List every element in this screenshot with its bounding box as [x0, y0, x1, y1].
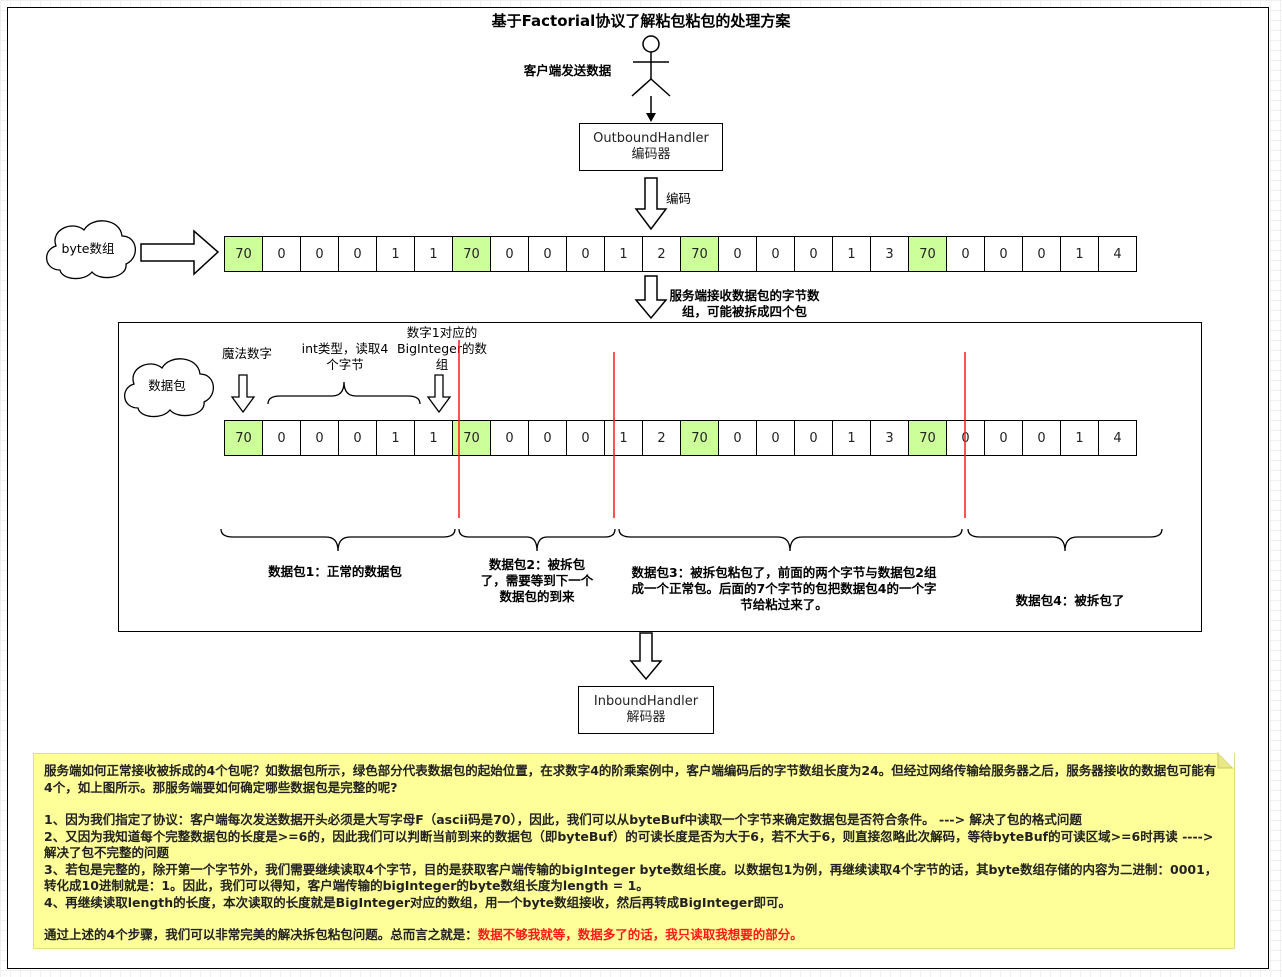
- encoder-box: OutboundHandler 编码器: [579, 123, 723, 171]
- received-byte-cell: 0: [491, 421, 529, 455]
- received-byte-cell: 0: [529, 421, 567, 455]
- magic-arrow-icon: [230, 374, 256, 414]
- byte-cell: 70: [909, 237, 947, 271]
- encoder-name: OutboundHandler: [593, 131, 709, 146]
- received-byte-cell: 1: [415, 421, 453, 455]
- byte-cell: 1: [1061, 237, 1099, 271]
- byte-cell: 0: [757, 237, 795, 271]
- note-intro: 服务端如何正常接收被拆成的4个包呢？如数据包所示，绿色部分代表数据包的起始位置，…: [44, 763, 1217, 795]
- received-byte-cell: 0: [719, 421, 757, 455]
- bigint-arrow-icon: [426, 374, 452, 414]
- int-brace: [267, 381, 421, 405]
- received-byte-cell: 70: [453, 421, 491, 455]
- note-fold-icon: [1217, 751, 1235, 769]
- arrow-right-icon: [140, 229, 220, 276]
- encode-arrow-icon: [634, 177, 668, 231]
- received-byte-cell: 0: [301, 421, 339, 455]
- byte-cell: 0: [947, 237, 985, 271]
- byte-cell: 0: [491, 237, 529, 271]
- byte-cell: 0: [1023, 237, 1061, 271]
- byte-cell: 0: [567, 237, 605, 271]
- received-byte-cell: 0: [263, 421, 301, 455]
- received-byte-cell: 0: [757, 421, 795, 455]
- explanation-note: [33, 753, 1235, 949]
- decode-arrow-icon: [629, 632, 663, 681]
- receive-arrow-icon: [634, 275, 668, 320]
- received-byte-cell: 70: [225, 421, 263, 455]
- byte-cell: 0: [719, 237, 757, 271]
- server-receive-label: 服务端接收数据包的字节数组，可能被拆成四个包: [669, 288, 820, 319]
- packets-cloud-icon: [124, 358, 214, 418]
- byte-cell: 0: [301, 237, 339, 271]
- packet-cloud-label: 数据包: [148, 378, 186, 393]
- packet-3-label: 数据包3：被拆包粘包了，前面的两个字节与数据包2组成一个正常包。后面的7个字节的…: [631, 565, 937, 612]
- magic-number-label: 魔法数字: [221, 346, 272, 361]
- packet-1-label: 数据包1：正常的数据包: [268, 564, 402, 579]
- client-label: 客户端发送数据: [523, 63, 612, 78]
- byte-cell: 0: [263, 237, 301, 271]
- byte-cell: 1: [605, 237, 643, 271]
- decoder-box: InboundHandler 解码器: [578, 686, 714, 734]
- byte-cell: 70: [453, 237, 491, 271]
- packet-panel: [118, 322, 1202, 632]
- note-step-2: 2、又因为我知道每个完整数据包的长度是>=6的，因此我们可以判断当前到来的数据包…: [44, 828, 1214, 861]
- diagram-title: 基于Factorial协议了解粘包粘包的处理方案: [491, 12, 791, 30]
- int-type-label: int类型，读取4个字节: [301, 341, 389, 372]
- byte-array-label: byte数组: [61, 241, 115, 256]
- received-byte-cell: 0: [567, 421, 605, 455]
- received-byte-cell: 1: [377, 421, 415, 455]
- note-body: 服务端如何正常接收被拆成的4个包呢？如数据包所示，绿色部分代表数据包的起始位置，…: [44, 763, 1224, 944]
- received-byte-cell: 0: [339, 421, 377, 455]
- byte-cell: 70: [681, 237, 719, 271]
- byte-cell: 0: [985, 237, 1023, 271]
- received-byte-cell: 3: [871, 421, 909, 455]
- note-step-1: 1、因为我们指定了协议：客户端每次发送数据开头必须是大写字母F（ascii码是7…: [44, 812, 1082, 827]
- bigint-label: 数字1对应的BigInteger的数组: [397, 325, 487, 372]
- client-actor-icon: [631, 35, 671, 97]
- received-byte-cell: 1: [833, 421, 871, 455]
- byte-cell: 3: [871, 237, 909, 271]
- note-summary-highlight: 数据不够我就等，数据多了的话，我只读取我想要的部分。: [477, 927, 803, 942]
- received-byte-cell: 0: [985, 421, 1023, 455]
- decoder-sub: 解码器: [626, 710, 666, 725]
- byte-cell: 2: [643, 237, 681, 271]
- received-byte-cell: 0: [947, 421, 985, 455]
- note-summary-prefix: 通过上述的4个步骤，我们可以非常完美的解决拆包粘包问题。总而言之就是：: [44, 927, 478, 942]
- packet-4-label: 数据包4：被拆包了: [1015, 593, 1125, 608]
- received-byte-cell: 1: [605, 421, 643, 455]
- note-step-3: 3、若包是完整的，除开第一个字节外，我们需要继续读取4个字节，目的是获取客户端传…: [44, 861, 1218, 894]
- byte-cell: 1: [833, 237, 871, 271]
- arrow-down-icon: [646, 96, 656, 122]
- received-byte-cell: 0: [795, 421, 833, 455]
- received-byte-cell: 2: [643, 421, 681, 455]
- encoder-sub: 编码器: [631, 147, 671, 162]
- received-byte-cell: 1: [1061, 421, 1099, 455]
- byte-array-cloud-icon: [46, 220, 136, 280]
- decoder-name: InboundHandler: [593, 694, 699, 709]
- received-byte-cell: 4: [1099, 421, 1137, 455]
- note-summary: 通过上述的4个步骤，我们可以非常完美的解决拆包粘包问题。总而言之就是：数据不够我…: [44, 927, 1224, 944]
- encode-label: 编码: [666, 191, 692, 206]
- received-byte-cell: 70: [681, 421, 719, 455]
- byte-cell: 0: [529, 237, 567, 271]
- received-byte-cell: 0: [1023, 421, 1061, 455]
- byte-cell: 1: [415, 237, 453, 271]
- note-step-4: 4、再继续读取length的长度，本次读取的长度就是BigInteger对应的数…: [44, 894, 791, 910]
- byte-cell: 1: [377, 237, 415, 271]
- byte-cell: 0: [795, 237, 833, 271]
- byte-cell: 0: [339, 237, 377, 271]
- byte-cell: 70: [225, 237, 263, 271]
- byte-cell: 4: [1099, 237, 1137, 271]
- packet-2-label: 数据包2：被拆包了，需要等到下一个数据包的到来: [480, 557, 594, 604]
- received-byte-cell: 70: [909, 421, 947, 455]
